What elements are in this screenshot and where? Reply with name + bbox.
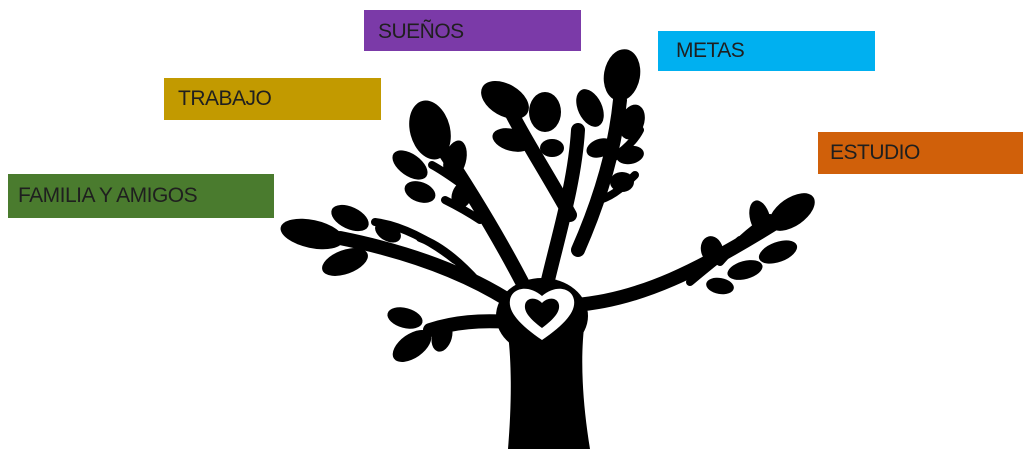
label-suenos-text: SUEÑOS — [378, 20, 464, 43]
label-metas-text: METAS — [676, 39, 745, 62]
label-familia-text: FAMILIA Y AMIGOS — [18, 184, 198, 207]
label-familia: FAMILIA Y AMIGOS — [8, 174, 274, 218]
tree-trunk — [506, 320, 590, 449]
label-trabajo: TRABAJO — [164, 78, 381, 120]
label-trabajo-text: TRABAJO — [178, 87, 272, 110]
label-estudio-text: ESTUDIO — [830, 141, 920, 164]
branch-up-right — [571, 93, 627, 257]
branch-left — [333, 231, 515, 307]
branch-right — [568, 213, 787, 312]
label-suenos: SUEÑOS — [364, 10, 581, 51]
branch-center-left — [503, 103, 577, 222]
label-metas: METAS — [658, 31, 875, 71]
heart-center — [524, 298, 560, 328]
label-estudio: ESTUDIO — [818, 132, 1023, 174]
